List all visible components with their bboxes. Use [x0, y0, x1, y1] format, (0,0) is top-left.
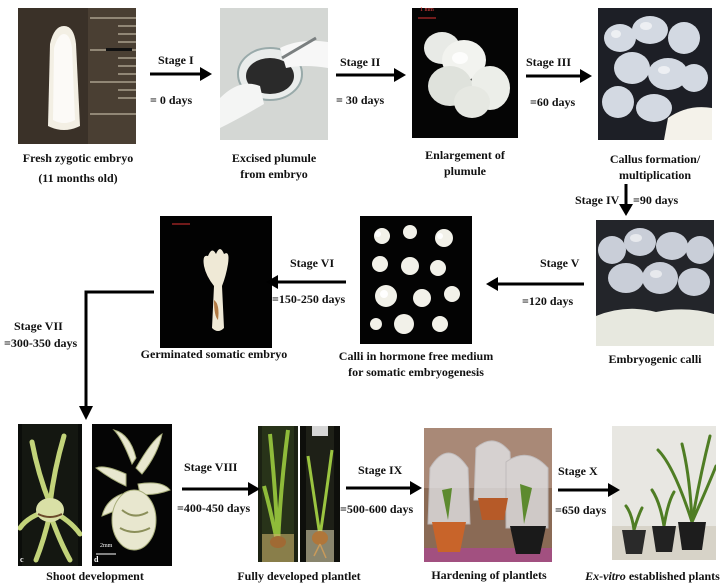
- stage-8-name: Stage VIII: [184, 460, 237, 475]
- embryogenic-caption: Embryogenic calli: [596, 351, 714, 367]
- stage-5-name: Stage V: [540, 256, 579, 271]
- arrowhead-9: [410, 481, 422, 495]
- stage-4-name: Stage IV: [575, 193, 619, 208]
- scale-bar-label-2mm: 2mm: [100, 543, 112, 549]
- plantlet-caption: Fully developed plantlet: [224, 568, 374, 584]
- stage-3-days: =60 days: [530, 95, 575, 110]
- plantlet-tube-1-photo: [258, 426, 298, 562]
- stage-6-days: =150-250 days: [272, 292, 345, 307]
- stage-7-name: Stage VII: [14, 319, 63, 334]
- callus-formation-photo: [598, 8, 712, 140]
- shoot-development-photo-c: [18, 424, 82, 566]
- stage-8-days: =400-450 days: [177, 501, 250, 516]
- stage-5-days: =120 days: [522, 294, 573, 309]
- arrowhead-5: [486, 277, 498, 291]
- stage-10-name: Stage X: [558, 464, 598, 479]
- exvitro-caption-rest: established plants: [626, 569, 720, 583]
- arrowhead-4: [619, 204, 633, 216]
- plumule-caption-line2: from embryo: [212, 166, 336, 182]
- excised-plumule-photo: [220, 8, 328, 140]
- plumule-enlargement-photo: [412, 8, 518, 138]
- stage-2-name: Stage II: [340, 55, 380, 70]
- hardening-plantlets-photo: [424, 428, 552, 562]
- stage-1-name: Stage I: [158, 53, 194, 68]
- stage-2-days: = 30 days: [336, 93, 384, 108]
- calli-hormone-free-medium-photo: [360, 216, 472, 344]
- scale-bar-label: 1 mm: [420, 7, 434, 13]
- stage-7-days: =300-350 days: [4, 336, 77, 351]
- arrowhead-2: [394, 68, 406, 82]
- stage-6-name: Stage VI: [290, 256, 334, 271]
- arrowhead-7: [79, 406, 93, 420]
- panel-c-label: c: [20, 555, 24, 564]
- embryo-caption-line2: (11 months old): [10, 170, 146, 186]
- stage-9-name: Stage IX: [358, 463, 402, 478]
- stage-10-days: =650 days: [555, 503, 606, 518]
- germinated-caption: Germinated somatic embryo: [134, 346, 294, 362]
- callus-caption-line2: multiplication: [592, 167, 718, 183]
- germinated-somatic-embryo-photo: [160, 216, 272, 348]
- arrowhead-1: [200, 67, 212, 81]
- embryo-caption-line1: Fresh zygotic embryo: [10, 150, 146, 166]
- stage-4-days: =90 days: [633, 193, 678, 208]
- exvitro-caption: Ex-vitro established plants: [580, 568, 725, 584]
- shoot-caption: Shoot development: [20, 568, 170, 584]
- exvitro-caption-italic: Ex-vitro: [585, 569, 626, 583]
- stage-1-days: = 0 days: [150, 93, 192, 108]
- calli-medium-caption-line1: Calli in hormone free medium: [324, 348, 508, 364]
- calli-medium-caption-line2: for somatic embryogenesis: [324, 364, 508, 380]
- plantlet-tube-2-photo: [300, 426, 340, 562]
- hardening-caption: Hardening of plantlets: [406, 567, 572, 583]
- plumule-caption-line1: Excised plumule: [212, 150, 336, 166]
- enlargement-caption-line1: Enlargement of: [405, 147, 525, 163]
- stage-3-name: Stage III: [526, 55, 571, 70]
- arrowhead-3: [580, 69, 592, 83]
- embryogenic-calli-photo: [596, 220, 714, 346]
- zygotic-embryo-photo: [18, 8, 136, 144]
- panel-d-label: d: [94, 555, 98, 564]
- enlargement-caption-line2: plumule: [405, 163, 525, 179]
- callus-caption-line1: Callus formation/: [592, 151, 718, 167]
- ex-vitro-plants-photo: [612, 426, 716, 560]
- stage-9-days: =500-600 days: [340, 502, 413, 517]
